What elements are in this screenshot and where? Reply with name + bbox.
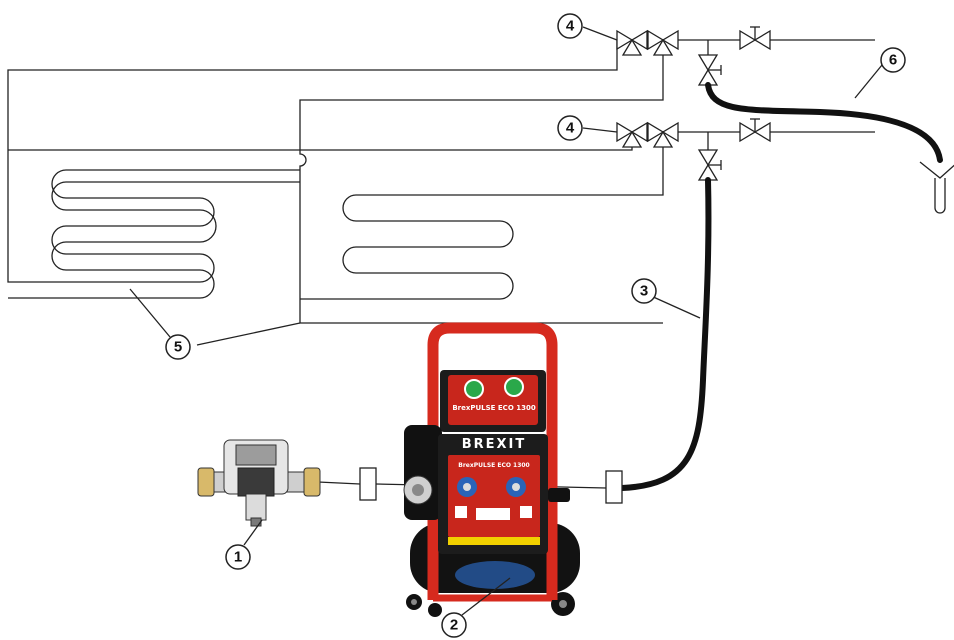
valve-upper-drain[interactable] bbox=[697, 54, 722, 86]
magnetic-filter bbox=[197, 439, 321, 527]
heating-loop-left bbox=[7, 40, 618, 299]
leader-lines bbox=[129, 26, 883, 346]
callout-label-1: 1 bbox=[225, 544, 251, 570]
svg-text:1: 1 bbox=[234, 549, 242, 566]
hose-adapter-right bbox=[605, 470, 623, 504]
svg-text:6: 6 bbox=[889, 52, 897, 69]
valve-upper-right[interactable] bbox=[647, 29, 679, 56]
valve-lower-right[interactable] bbox=[647, 121, 679, 148]
indicator-gauge bbox=[504, 377, 524, 397]
valve-lower-left[interactable] bbox=[616, 121, 648, 148]
pressure-gauge bbox=[464, 379, 484, 399]
supply-hose bbox=[619, 177, 712, 491]
callout-label-4-upper: 4 bbox=[557, 13, 583, 39]
valve-lower-supply[interactable] bbox=[697, 149, 722, 181]
brand-logo: BREXIT bbox=[462, 437, 527, 452]
model-label-front: BrexPULSE ECO 1300 bbox=[458, 462, 529, 469]
svg-text:5: 5 bbox=[174, 339, 182, 356]
callout-label-4-lower: 4 bbox=[557, 115, 583, 141]
valve-lower-shutoff[interactable] bbox=[739, 118, 771, 143]
leader-filter bbox=[243, 519, 263, 546]
upper-manifold-pipes bbox=[673, 39, 875, 150]
drain-funnel bbox=[919, 161, 954, 214]
callout-label-2: 2 bbox=[441, 612, 467, 638]
callout-label-3: 3 bbox=[631, 278, 657, 304]
callout-label-6: 6 bbox=[880, 47, 906, 73]
valve-upper-left[interactable] bbox=[616, 29, 648, 56]
drain-hose bbox=[705, 82, 943, 163]
svg-text:4: 4 bbox=[566, 120, 575, 137]
svg-text:4: 4 bbox=[566, 18, 575, 35]
valve-upper-shutoff[interactable] bbox=[739, 26, 771, 51]
callout-label-5: 5 bbox=[165, 334, 191, 360]
svg-text:3: 3 bbox=[640, 283, 648, 300]
flushing-machine: BrexPULSE ECO 1300 BREXIT BrexPULSE ECO … bbox=[403, 322, 580, 617]
leader-machine bbox=[461, 577, 511, 616]
hose-adapter-left bbox=[359, 467, 377, 501]
svg-text:2: 2 bbox=[450, 617, 458, 634]
model-label-top: BrexPULSE ECO 1300 bbox=[452, 404, 536, 412]
